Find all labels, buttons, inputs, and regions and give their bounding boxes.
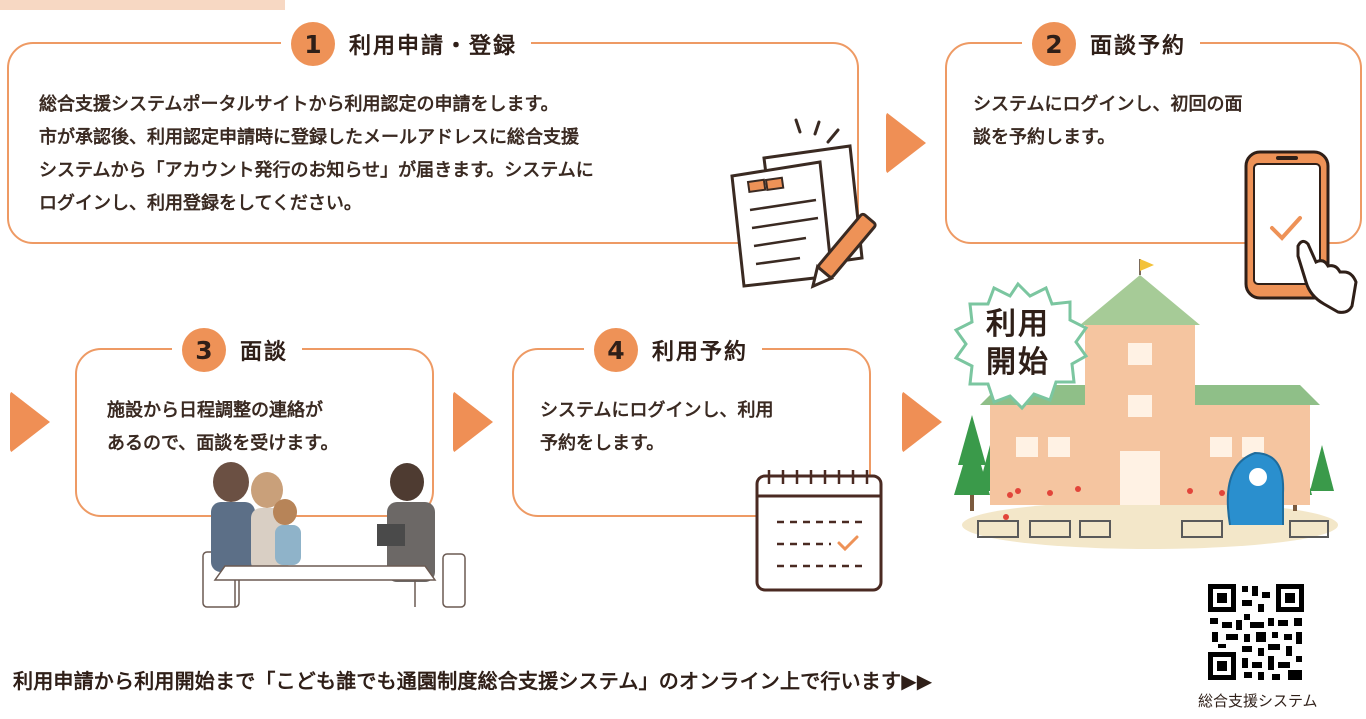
step-1-title: 利用申請・登録	[349, 34, 518, 59]
step-2-description: システムにログインし、初回の面 談を予約します。	[973, 94, 1243, 148]
step-3-header: 3 面談	[172, 328, 303, 372]
step-1-description: 総合支援システムポータルサイトから利用認定の申請をします。 市が承認後、利用認定…	[39, 94, 594, 214]
nursery-school-illustration	[954, 259, 1338, 549]
step-3-number: 3	[182, 328, 226, 372]
documents-pen-icon	[730, 118, 877, 289]
step-4-number: 4	[594, 328, 638, 372]
step-4-header: 4 利用予約	[584, 328, 763, 372]
calendar-check-icon	[755, 470, 883, 592]
qr-caption: 総合支援システム	[1198, 692, 1318, 710]
family-meeting-illustration	[202, 462, 466, 608]
start-badge-text: 利用 開始	[986, 307, 1050, 380]
footer-note: 利用申請から利用開始まで「こども誰でも通園制度総合支援システム」のオンライン上で…	[13, 669, 933, 693]
step-3-title: 面談	[240, 340, 289, 365]
smartphone-check-icon	[1244, 150, 1358, 314]
start-badge	[953, 281, 1089, 411]
step-1-header: 1 利用申請・登録	[281, 22, 532, 66]
step-4-description: システムにログインし、利用 予約をします。	[540, 400, 774, 454]
step-2-number: 2	[1032, 22, 1076, 66]
step-1-number: 1	[291, 22, 335, 66]
arrow-step4-to-start	[902, 391, 942, 453]
step-4-title: 利用予約	[652, 340, 749, 365]
arrow-into-step3	[10, 391, 50, 453]
step-2-title: 面談予約	[1090, 34, 1187, 59]
step-1-card: 1 利用申請・登録 総合支援システムポータルサイトから利用認定の申請をします。 …	[7, 22, 859, 244]
qr-code[interactable]	[1206, 582, 1306, 682]
arrow-step3-to-step4	[453, 391, 493, 453]
step-3-description: 施設から日程調整の連絡が あるので、面談を受けます。	[107, 400, 339, 454]
arrow-step1-to-step2	[886, 112, 926, 174]
step-2-header: 2 面談予約	[1022, 22, 1201, 66]
top-tab-strip	[0, 0, 285, 10]
